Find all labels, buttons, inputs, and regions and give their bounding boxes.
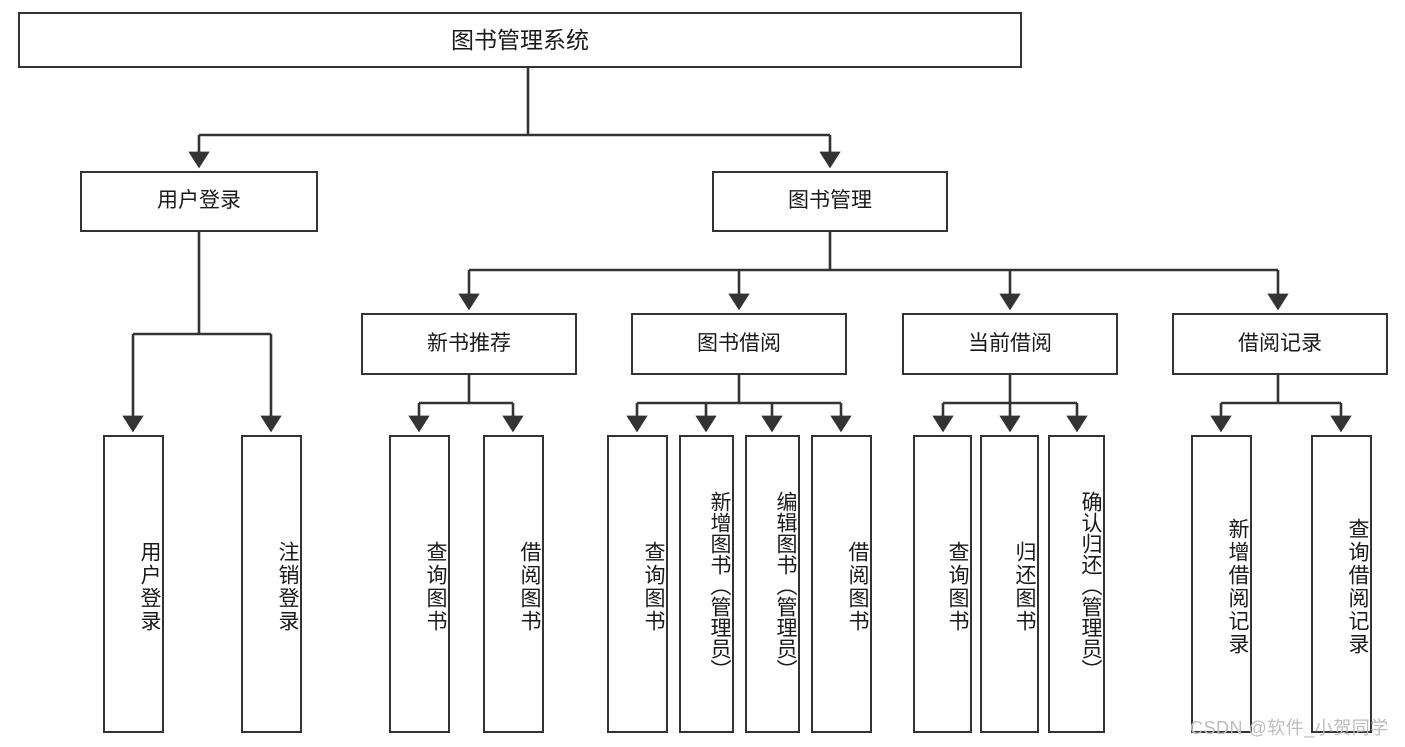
leaf-record-query-borrow-record[interactable]: 查询借阅记录 [1311, 435, 1372, 733]
leaf-user-login-signin[interactable]: 用户登录 [103, 435, 164, 733]
leaf-new-book-query-books[interactable]: 查询图书 [389, 435, 450, 733]
node-user-login[interactable]: 用户登录 [80, 171, 318, 232]
leaf-new-book-borrow-books[interactable]: 借阅图书 [483, 435, 544, 733]
leaf-borrow-add-book-admin[interactable]: 新增图书（管理员） [679, 435, 734, 733]
node-new-book-recommend[interactable]: 新书推荐 [361, 313, 577, 375]
csdn-watermark: CSDN @软件_小贺同学 [1190, 718, 1389, 738]
leaf-current-return-books[interactable]: 归还图书 [980, 435, 1039, 733]
node-book-borrow[interactable]: 图书借阅 [631, 313, 847, 375]
leaf-borrow-edit-book-admin[interactable]: 编辑图书（管理员） [745, 435, 800, 733]
leaf-record-add-borrow-record[interactable]: 新增借阅记录 [1191, 435, 1252, 733]
leaf-borrow-query-books[interactable]: 查询图书 [607, 435, 668, 733]
node-root-book-management-system[interactable]: 图书管理系统 [18, 12, 1022, 68]
leaf-user-login-signout[interactable]: 注销登录 [241, 435, 302, 733]
leaf-current-query-books[interactable]: 查询图书 [913, 435, 972, 733]
leaf-borrow-borrow-books[interactable]: 借阅图书 [811, 435, 872, 733]
node-current-borrow[interactable]: 当前借阅 [902, 313, 1118, 375]
node-book-management[interactable]: 图书管理 [712, 171, 948, 232]
node-borrow-record[interactable]: 借阅记录 [1172, 313, 1388, 375]
leaf-current-confirm-return-admin[interactable]: 确认归还（管理员） [1048, 435, 1105, 733]
